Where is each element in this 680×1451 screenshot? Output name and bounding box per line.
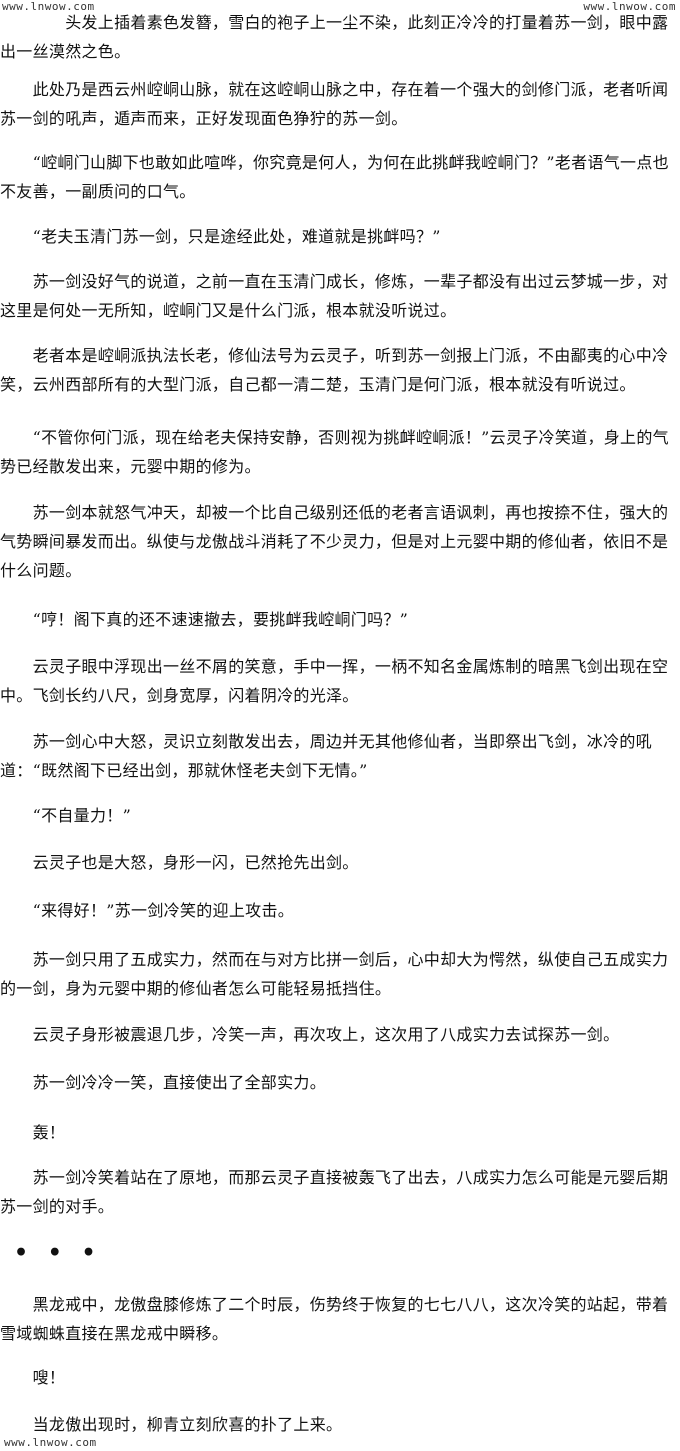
watermark-top-left: www.lnwow.com	[2, 0, 95, 13]
paragraph-14: “来得好！”苏一剑冷笑的迎上攻击。	[0, 901, 295, 920]
paragraph-4: “老夫玉清门苏一剑，只是途经此处，难道就是挑衅吗？”	[0, 227, 441, 246]
section-separator: • • •	[14, 1240, 102, 1266]
paragraph-15: 苏一剑只用了五成实力，然而在与对方比拼一剑后，心中却大为愕然，纵使自己五成实力的…	[0, 950, 669, 998]
paragraph-16: 云灵子身形被震退几步，冷笑一声，再次攻上，这次用了八成实力去试探苏一剑。	[0, 1025, 620, 1044]
paragraph-11: 苏一剑心中大怒，灵识立刻散发出去，周边并无其他修仙者，当即祭出飞剑，冰冷的吼道：…	[0, 732, 653, 780]
paragraph-5: 苏一剑没好气的说道，之前一直在玉清门成长，修炼，一辈子都没有出过云梦城一步，对这…	[0, 272, 669, 320]
paragraph-21: 嗖！	[0, 1368, 66, 1387]
paragraph-18: 轰！	[0, 1123, 66, 1142]
watermark-top-right: www.lnwow.com	[583, 0, 676, 13]
paragraph-17: 苏一剑冷冷一笑，直接使出了全部实力。	[0, 1073, 327, 1092]
paragraph-1: 头发上插着素色发簪，雪白的袍子上一尘不染，此刻正冷冷的打量着苏一剑，眼中露出一丝…	[0, 13, 669, 61]
paragraph-22: 当龙傲出现时，柳青立刻欣喜的扑了上来。	[0, 1415, 343, 1434]
paragraph-3: “崆峒门山脚下也敢如此喧哗，你究竟是何人，为何在此挑衅我崆峒门？”老者语气一点也…	[0, 153, 669, 201]
paragraph-10: 云灵子眼中浮现出一丝不屑的笑意，手中一挥，一柄不知名金属炼制的暗黑飞剑出现在空中…	[0, 657, 669, 705]
paragraph-6: 老者本是崆峒派执法长老，修仙法号为云灵子，听到苏一剑报上门派，不由鄙夷的心中冷笑…	[0, 346, 669, 394]
watermark-bottom-left: www.lnwow.com	[4, 1436, 97, 1449]
paragraph-13: 云灵子也是大怒，身形一闪，已然抢先出剑。	[0, 853, 359, 872]
paragraph-12: “不自量力！”	[0, 806, 132, 825]
paragraph-8: 苏一剑本就怒气冲天，却被一个比自己级别还低的老者言语讽刺，再也按捺不住，强大的气…	[0, 503, 669, 580]
paragraph-9: “哼！阁下真的还不速速撤去，要挑衅我崆峒门吗？”	[0, 610, 409, 629]
paragraph-19: 苏一剑冷笑着站在了原地，而那云灵子直接被轰飞了出去，八成实力怎么可能是元婴后期苏…	[0, 1168, 669, 1216]
paragraph-2: 此处乃是西云州崆峒山脉，就在这崆峒山脉之中，存在着一个强大的剑修门派，老者听闻苏…	[0, 80, 669, 128]
paragraph-7: “不管你何门派，现在给老夫保持安静，否则视为挑衅崆峒派！”云灵子冷笑道，身上的气…	[0, 428, 669, 476]
paragraph-20: 黑龙戒中，龙傲盘膝修炼了二个时辰，伤势终于恢复的七七八八，这次冷笑的站起，带着雪…	[0, 1295, 669, 1343]
